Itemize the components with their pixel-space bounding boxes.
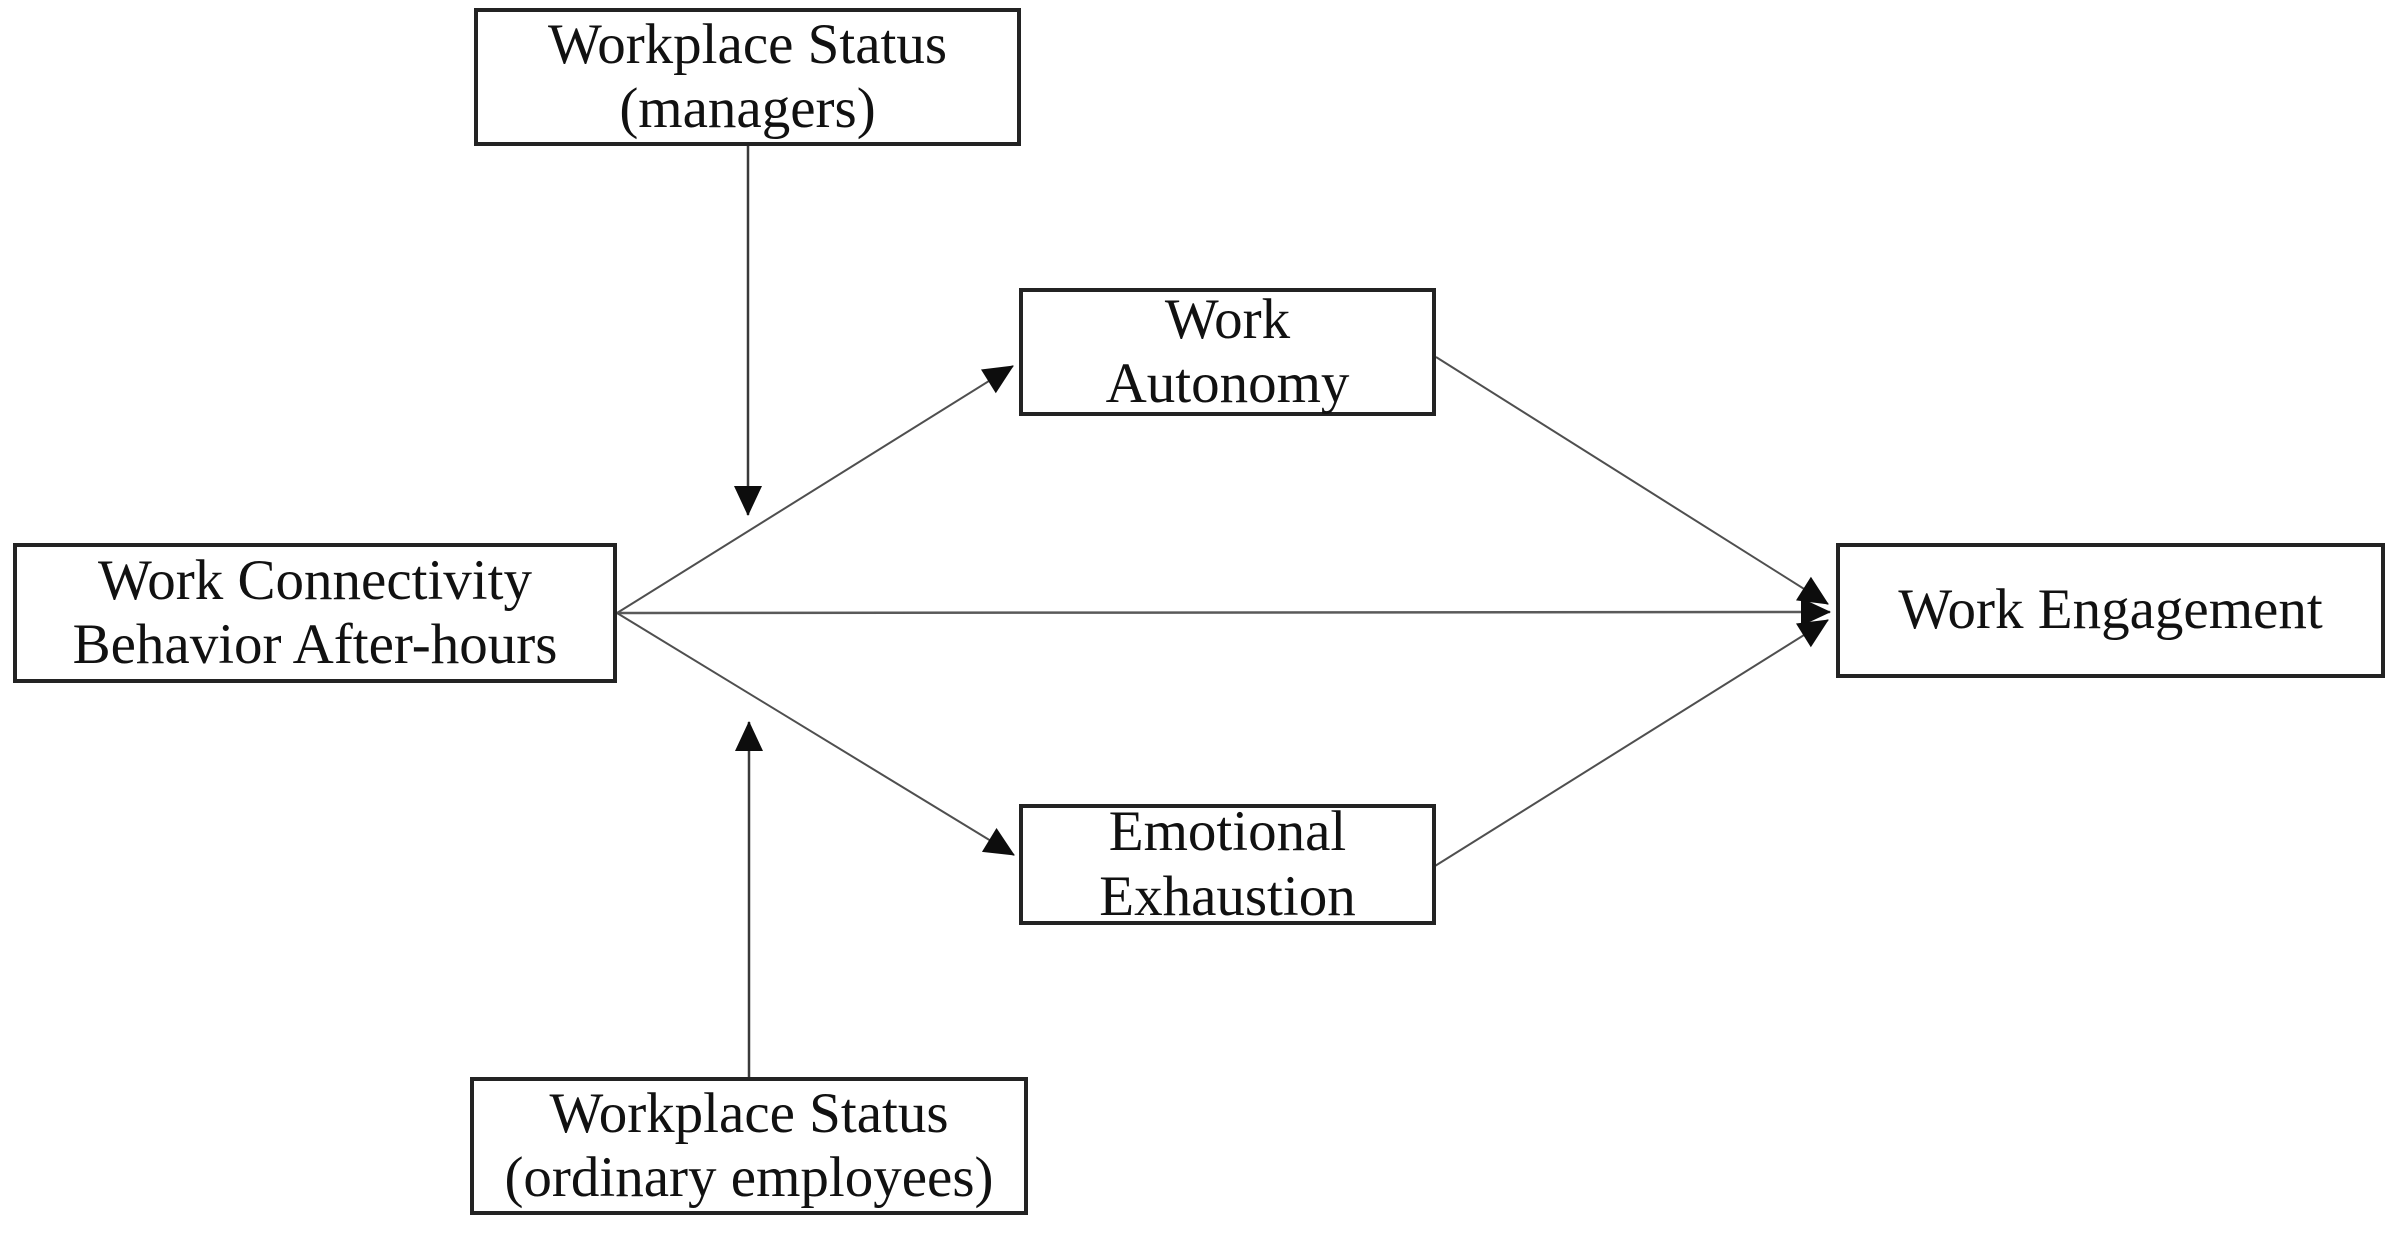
node-emotional-exhaustion: Emotional Exhaustion — [1019, 800, 1436, 928]
node-label-line: Emotional — [1108, 800, 1347, 864]
node-label-line: Work Engagement — [1898, 578, 2323, 642]
arrow-wcba-to-work-autonomy — [616, 365, 1014, 614]
node-label-line: Workplace Status — [547, 12, 948, 76]
node-work-connectivity-behavior: Work Connectivity Behavior After-hours — [13, 543, 617, 683]
node-label-line: Workplace Status — [549, 1081, 949, 1145]
node-label-line: Work Connectivity — [98, 548, 532, 612]
node-work-autonomy: Work Autonomy — [1019, 288, 1436, 416]
node-work-engagement: Work Engagement — [1836, 543, 2385, 678]
node-workplace-status-ordinary-employees: Workplace Status (ordinary employees) — [470, 1077, 1028, 1215]
node-label-line: (ordinary employees) — [504, 1146, 994, 1209]
arrow-work-autonomy-to-work-engagement — [1435, 356, 1829, 605]
node-label-line: Exhaustion — [1099, 864, 1356, 928]
node-label-line: Behavior After-hours — [72, 613, 558, 676]
arrow-emotional-exhaustion-to-work-engagement — [1434, 619, 1829, 867]
arrow-wcba-to-emotional-exhaustion — [616, 612, 1015, 856]
node-label-line: Autonomy — [1105, 352, 1350, 415]
node-label-line: Work — [1164, 287, 1291, 351]
node-label-line: (managers) — [619, 77, 876, 140]
node-workplace-status-managers: Workplace Status (managers) — [474, 8, 1021, 146]
arrow-wcba-to-work-engagement — [616, 598, 1831, 627]
